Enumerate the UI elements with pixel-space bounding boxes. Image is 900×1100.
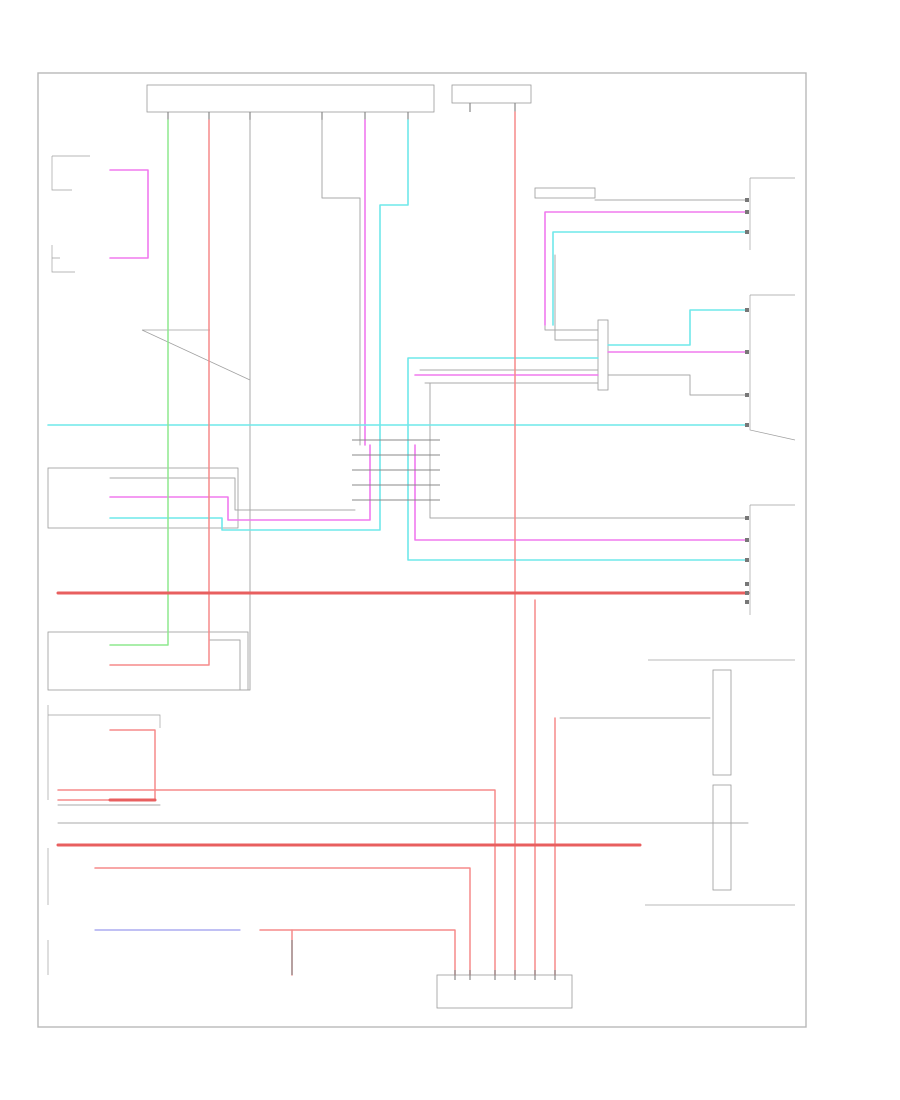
top-right-module-box xyxy=(451,84,532,104)
top-left-module-box xyxy=(146,84,435,113)
right-components xyxy=(436,177,796,1009)
junction-block xyxy=(352,439,440,501)
left-components xyxy=(47,155,251,975)
top-box-pins xyxy=(167,103,516,120)
green-wire xyxy=(109,119,169,646)
right-terminal-markers xyxy=(745,198,749,604)
cyan-wires xyxy=(47,119,749,561)
gray-wires xyxy=(57,119,749,824)
diagram-frame xyxy=(37,72,807,1028)
bottom-connector-pins xyxy=(291,940,556,980)
red-bus-wires xyxy=(56,591,750,847)
pink-wires xyxy=(109,119,749,541)
